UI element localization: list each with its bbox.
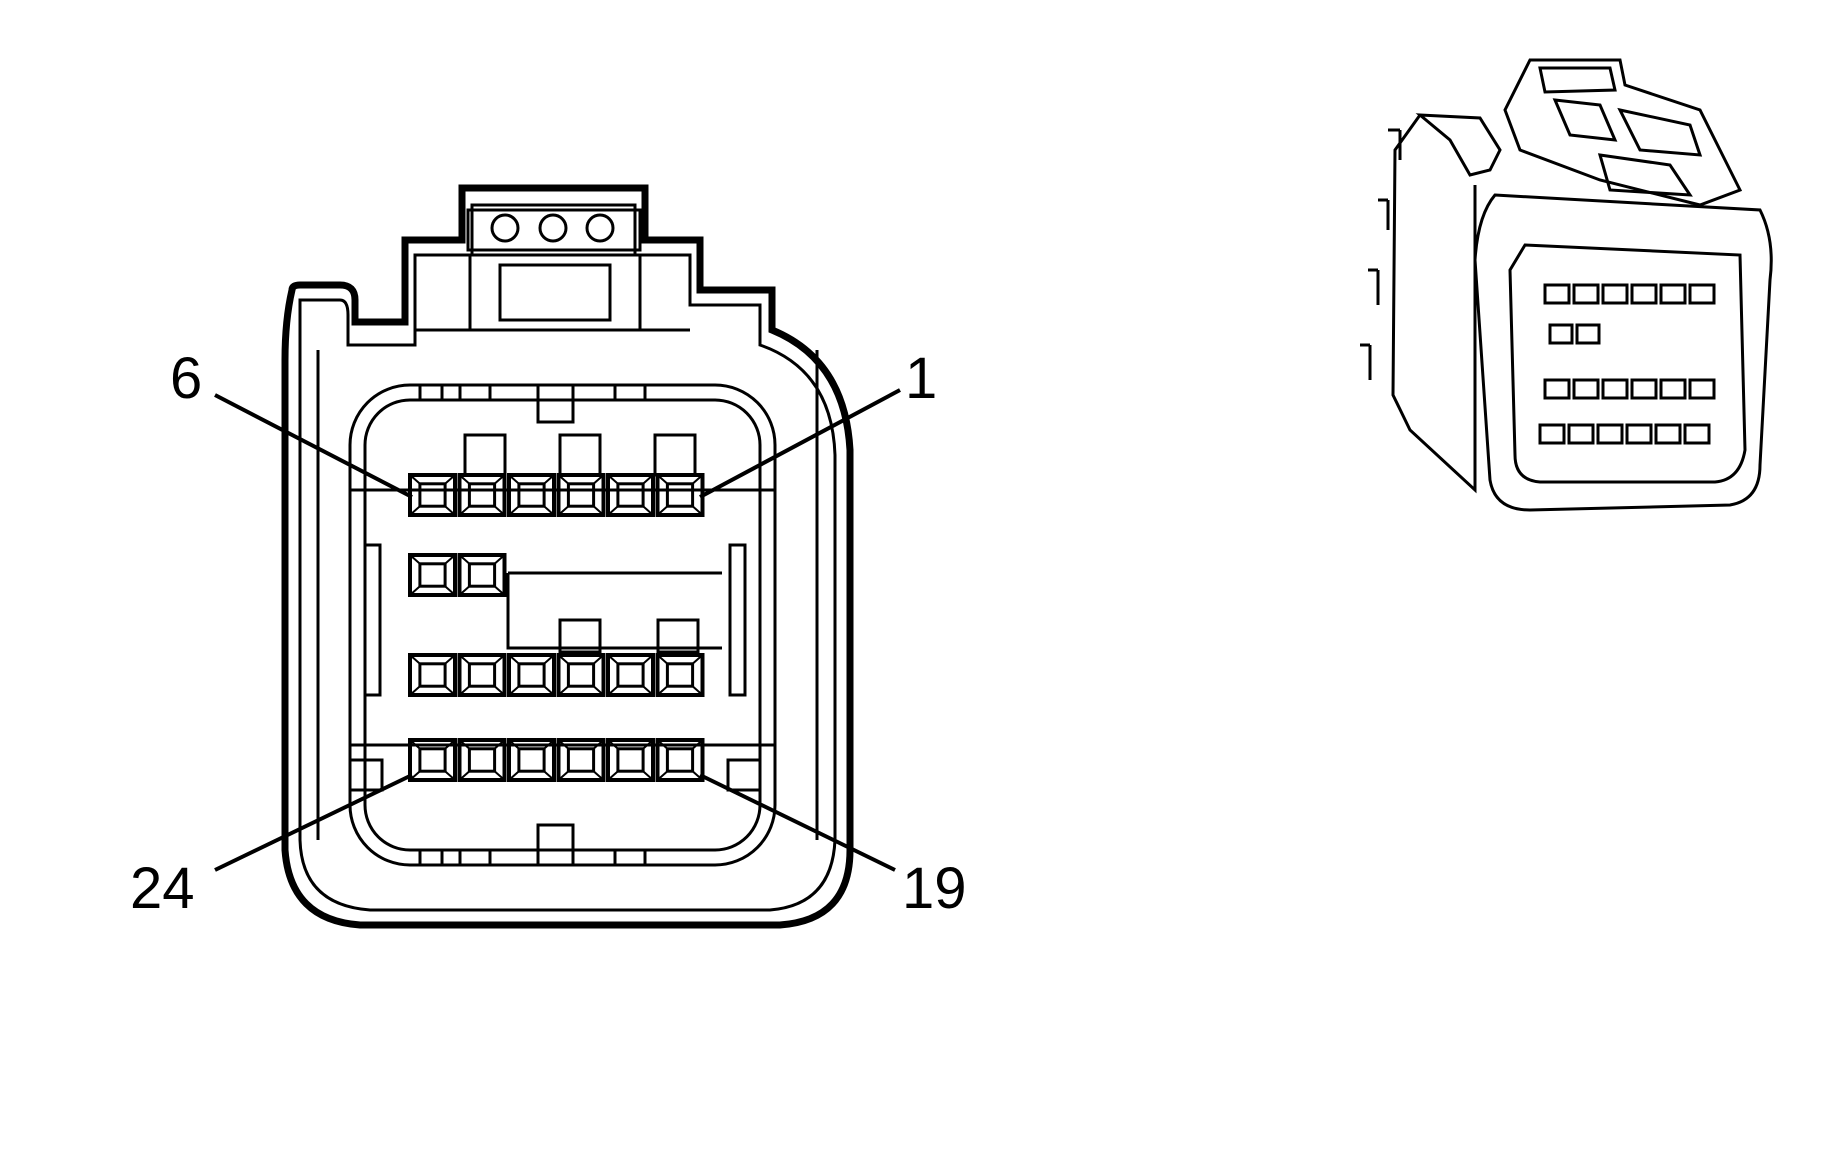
iso-pin-cavity bbox=[1601, 283, 1629, 305]
pin-cavity bbox=[655, 473, 705, 517]
face-notch bbox=[418, 848, 444, 867]
iso-body-side bbox=[1415, 113, 1502, 177]
pin-cavity bbox=[655, 653, 705, 697]
housing-outer bbox=[281, 184, 854, 929]
latch-rib bbox=[538, 213, 568, 243]
iso-pin-cavity bbox=[1683, 423, 1711, 445]
polarization-tab bbox=[558, 433, 602, 477]
pin-label-6: 6 bbox=[170, 346, 202, 411]
key-tab-bottom bbox=[536, 823, 575, 867]
iso-pin-cavity bbox=[1601, 378, 1629, 400]
pin-cavity bbox=[408, 653, 457, 697]
iso-pin-cavity bbox=[1596, 423, 1624, 445]
divider-tab bbox=[656, 618, 700, 654]
iso-pin-strips bbox=[1538, 283, 1716, 445]
iso-latch bbox=[1503, 58, 1743, 207]
iso-body-ribs bbox=[1368, 130, 1402, 380]
iso-pin-cavity bbox=[1548, 323, 1574, 345]
latch-rib bbox=[585, 213, 615, 243]
pin-cavity bbox=[507, 653, 556, 697]
pin-cavity bbox=[507, 473, 556, 517]
leader-line-24 bbox=[214, 773, 413, 872]
iso-pin-cavity bbox=[1543, 378, 1571, 400]
iso-pin-cavity bbox=[1572, 378, 1600, 400]
iso-body-rib-caps bbox=[1360, 128, 1400, 347]
iso-pin-cavity bbox=[1659, 283, 1687, 305]
leader-line-6 bbox=[214, 393, 413, 499]
iso-pin-cavity bbox=[1575, 323, 1601, 345]
pin-row-top bbox=[408, 473, 705, 517]
latch-rib bbox=[490, 213, 520, 243]
pin-cavity bbox=[556, 653, 606, 697]
iso-pin-cavity bbox=[1654, 423, 1682, 445]
pin-cavity bbox=[408, 473, 457, 517]
face-notch bbox=[458, 848, 492, 867]
iso-pin-cavity bbox=[1543, 283, 1571, 305]
cavity-face-inner bbox=[363, 398, 762, 852]
iso-body-left bbox=[1391, 114, 1477, 494]
pin-label-24: 24 bbox=[130, 856, 195, 921]
iso-pin-cavity bbox=[1630, 378, 1658, 400]
corner-latch bbox=[348, 758, 384, 792]
face-notch bbox=[458, 383, 492, 402]
pin-cavity bbox=[457, 738, 507, 782]
polarization-tab bbox=[463, 433, 507, 477]
iso-latch-window bbox=[1597, 153, 1693, 197]
iso-front-face-inner bbox=[1508, 243, 1747, 484]
iso-latch-window bbox=[1552, 98, 1618, 142]
pin-cavity bbox=[606, 738, 655, 782]
corner-latch bbox=[726, 758, 762, 792]
pin-cavity bbox=[408, 553, 457, 597]
pin-cavity bbox=[507, 738, 556, 782]
face-notch bbox=[613, 848, 647, 867]
pin-label-1: 1 bbox=[905, 346, 937, 411]
connector-isometric-view bbox=[1360, 58, 1773, 512]
iso-pin-cavity bbox=[1572, 283, 1600, 305]
leader-line-19 bbox=[699, 773, 896, 872]
iso-latch-window bbox=[1617, 107, 1703, 157]
iso-pin-cavity bbox=[1659, 378, 1687, 400]
latch-window-inner bbox=[498, 263, 612, 322]
iso-pin-cavity bbox=[1630, 283, 1658, 305]
pin-cavity bbox=[457, 553, 507, 597]
row-divider bbox=[506, 571, 722, 650]
connector-front-view bbox=[214, 184, 901, 929]
pin-cavity bbox=[457, 653, 507, 697]
pin-row-bottom bbox=[408, 738, 705, 782]
key-tab-top bbox=[536, 383, 575, 424]
pin-cavity bbox=[457, 473, 507, 517]
iso-pin-cavity bbox=[1688, 283, 1716, 305]
face-notch bbox=[418, 383, 444, 402]
divider-tab bbox=[558, 618, 602, 654]
iso-pin-cavity bbox=[1538, 423, 1566, 445]
face-notch bbox=[613, 383, 647, 402]
pin-row-middle bbox=[408, 653, 705, 697]
pin-cavity bbox=[606, 653, 655, 697]
side-guide bbox=[728, 543, 747, 697]
pin-cavity bbox=[655, 738, 705, 782]
iso-latch-top bbox=[1538, 66, 1617, 94]
pin-cavity bbox=[606, 473, 655, 517]
iso-front-face bbox=[1473, 193, 1773, 512]
pin-row-middle-left bbox=[408, 553, 507, 597]
cavity-face bbox=[348, 383, 777, 867]
pin-cavity bbox=[556, 473, 606, 517]
iso-pin-cavity bbox=[1567, 423, 1595, 445]
polarization-tab bbox=[653, 433, 697, 477]
iso-pin-cavity bbox=[1625, 423, 1653, 445]
side-guide bbox=[363, 543, 382, 697]
pin-cavity bbox=[556, 738, 606, 782]
pin-label-19: 19 bbox=[902, 856, 967, 921]
pin-cavity bbox=[408, 738, 457, 782]
leader-line-1 bbox=[699, 388, 901, 499]
latch-tab bbox=[466, 208, 642, 252]
middle-frame bbox=[348, 488, 777, 747]
iso-pin-cavity bbox=[1688, 378, 1716, 400]
